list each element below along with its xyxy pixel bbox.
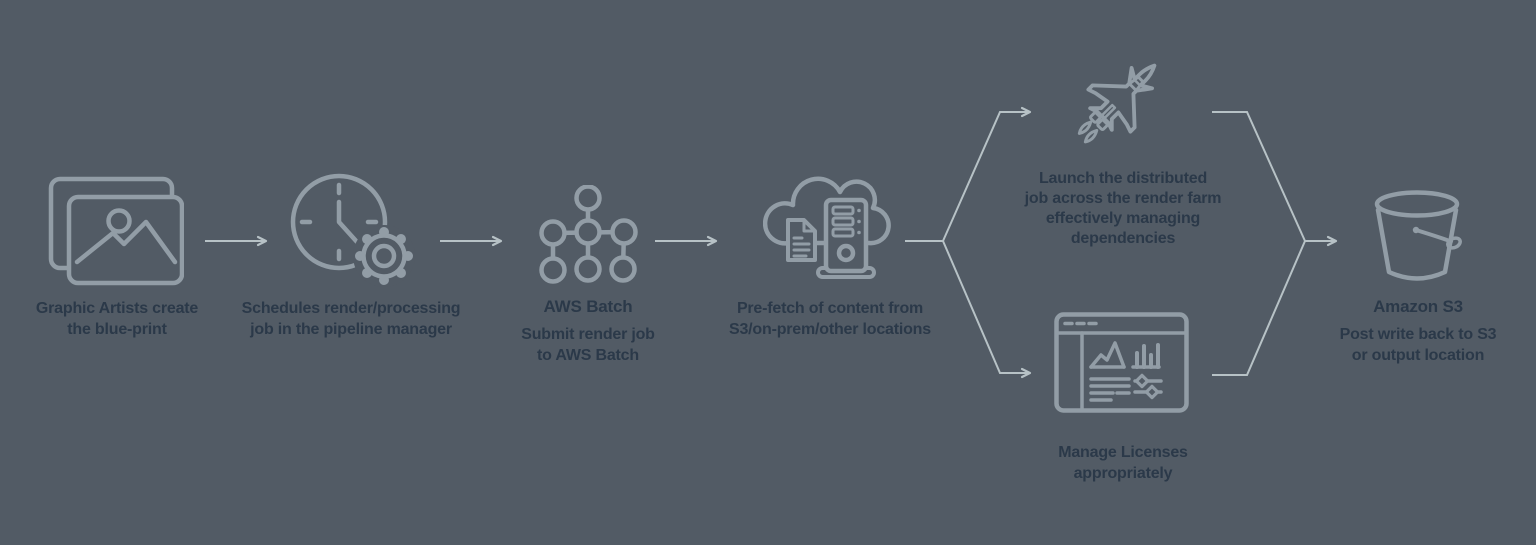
step-manage-licenses-label: Manage Licenses appropriately — [1058, 444, 1188, 482]
jet-icon — [1058, 36, 1188, 166]
gear-teeth — [355, 227, 413, 285]
clock-gear-icon — [288, 172, 420, 302]
step-create-blueprint-label: Graphic Artists create the blue-print — [35, 300, 199, 338]
merge-line-top — [1212, 111, 1306, 242]
cloud-server-doc-icon — [763, 164, 895, 286]
step-prefetch-label: Pre-fetch of content from S3/on-prem/oth… — [729, 300, 931, 338]
fork-arrow-down — [942, 240, 1032, 379]
step-aws-batch-label: Submit render job to AWS Batch — [521, 326, 655, 364]
images-icon — [48, 176, 184, 286]
step-amazon-s3-label: Post write back to S3 or output location — [1339, 326, 1497, 364]
s3-bucket-icon — [1374, 190, 1466, 290]
step-render-farm-label: Launch the distributed job across the re… — [1024, 170, 1222, 247]
batch-nodes-icon — [533, 185, 645, 285]
step-amazon-s3-title: Amazon S3 — [1373, 297, 1463, 316]
fork-arrow-up — [942, 106, 1032, 242]
step-aws-batch-title: AWS Batch — [543, 297, 633, 316]
license-dashboard-icon — [1053, 311, 1193, 415]
merge-line-bottom — [1212, 240, 1306, 376]
step-schedule-job-label: Schedules render/processing job in the p… — [241, 300, 461, 338]
